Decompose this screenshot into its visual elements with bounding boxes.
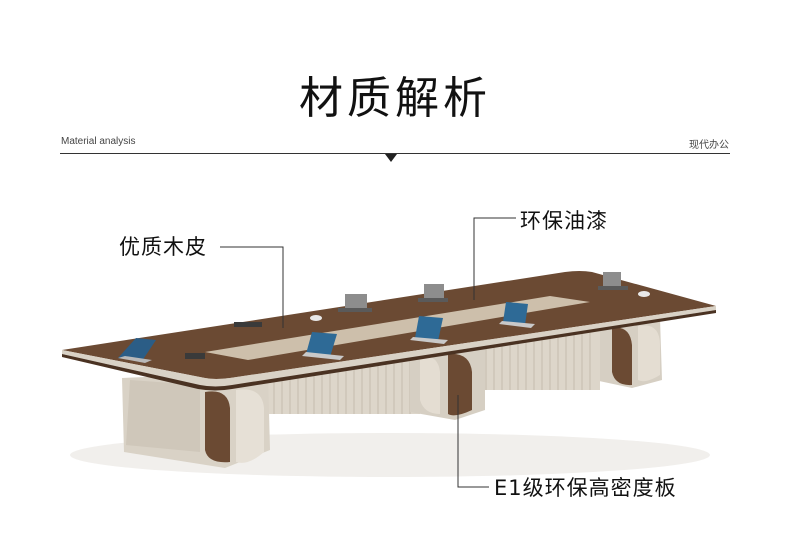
laptops bbox=[118, 272, 650, 363]
subtitle-english: Material analysis bbox=[61, 136, 136, 147]
monitor-lift-3 bbox=[598, 272, 628, 290]
front-left-pedestal bbox=[122, 372, 270, 468]
cup bbox=[310, 315, 322, 321]
tabletop bbox=[62, 271, 716, 391]
subtitle-chinese: 现代办公 bbox=[689, 140, 729, 151]
laptop-4 bbox=[499, 302, 535, 328]
callout-line-board bbox=[457, 395, 489, 488]
monitor-lift-2 bbox=[418, 284, 448, 302]
cup bbox=[638, 291, 650, 297]
cable-box bbox=[234, 322, 262, 327]
callout-board: E1级环保高密度板 bbox=[494, 476, 677, 500]
header-divider bbox=[60, 153, 730, 154]
middle-pedestal bbox=[410, 348, 485, 420]
callout-paint: 环保油漆 bbox=[520, 209, 608, 233]
laptop-1 bbox=[118, 338, 156, 363]
callout-line-paint bbox=[473, 217, 516, 300]
laptop-2 bbox=[302, 332, 344, 360]
divider-arrow-icon bbox=[385, 154, 397, 162]
page-title: 材质解析 bbox=[299, 73, 491, 124]
monitor-lift-1 bbox=[338, 294, 372, 312]
laptop-3 bbox=[410, 316, 448, 344]
rear-pedestal bbox=[585, 318, 662, 388]
callout-veneer: 优质木皮 bbox=[119, 235, 207, 259]
callout-line-veneer bbox=[220, 246, 284, 328]
cable-box bbox=[185, 353, 205, 359]
